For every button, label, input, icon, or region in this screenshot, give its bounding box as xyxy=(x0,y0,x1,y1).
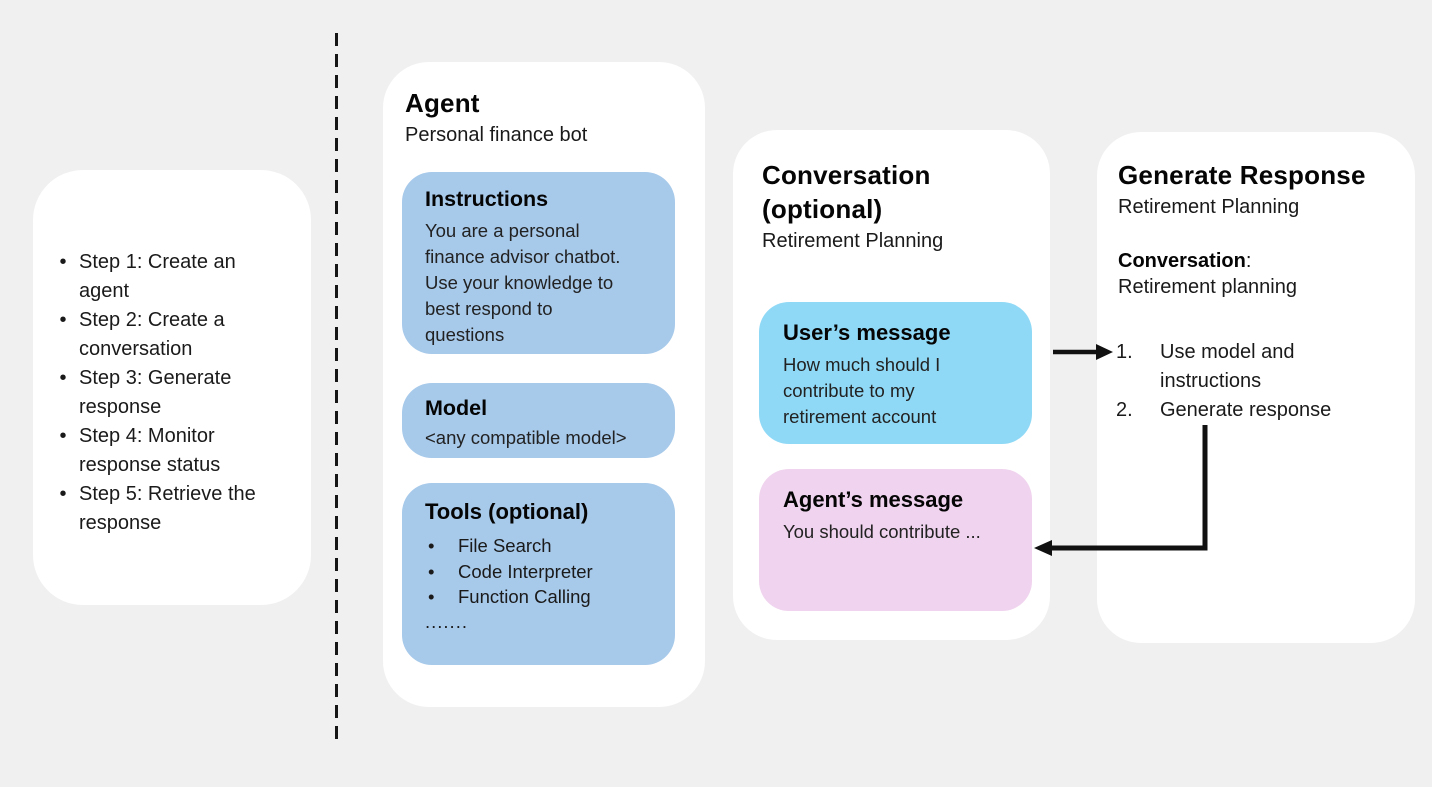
list-item: 1. Use model and instructions xyxy=(1116,338,1334,396)
list-item: • Function Calling xyxy=(425,584,593,610)
tool-label: Code Interpreter xyxy=(458,560,593,582)
list-item: • Step 1: Create an agent xyxy=(47,248,261,306)
tool-label: File Search xyxy=(458,535,552,556)
conversation-card-title: Conversation (optional) xyxy=(762,158,931,226)
step-label: Step 2: Create a conversation xyxy=(79,309,225,360)
instructions-body-line: questions xyxy=(425,324,505,345)
tools-title: Tools (optional) xyxy=(425,499,589,524)
conversation-label: Conversation xyxy=(1118,250,1246,272)
agent-message-body: You should contribute ... xyxy=(783,521,981,542)
bullet-icon: • xyxy=(59,367,67,389)
step-label: Generate response xyxy=(1160,399,1332,421)
list-item: 2. Generate response xyxy=(1116,396,1334,425)
generate-response-card: Generate Response Retirement Planning Co… xyxy=(1097,132,1415,643)
agent-card: Agent Personal finance bot Instructions … xyxy=(383,62,705,707)
list-item: • File Search xyxy=(425,533,593,559)
instructions-box: Instructions You are a personal finance … xyxy=(402,172,675,354)
generate-card-title: Generate Response xyxy=(1118,160,1366,190)
conversation-title-line: (optional) xyxy=(762,194,883,224)
user-message-line: contribute to my xyxy=(783,380,915,401)
user-message-title: User’s message xyxy=(783,320,951,345)
instructions-body-line: You are a personal xyxy=(425,220,580,241)
conversation-value: Retirement planning xyxy=(1118,276,1297,298)
instructions-body-line: Use your knowledge to xyxy=(425,272,614,293)
step-label: Use model and instructions xyxy=(1160,341,1295,392)
instructions-body-line: best respond to xyxy=(425,298,553,319)
bullet-icon: • xyxy=(59,483,67,505)
conversation-card-subtitle: Retirement Planning xyxy=(762,230,944,252)
step-label: Step 5: Retrieve the response xyxy=(79,483,256,534)
conversation-card: Conversation (optional) Retirement Plann… xyxy=(733,130,1050,640)
tool-label: Function Calling xyxy=(458,586,591,607)
list-item: • Step 2: Create a conversation xyxy=(47,306,261,364)
conversation-title-line: Conversation xyxy=(762,160,931,190)
agent-message-title: Agent’s message xyxy=(783,487,964,512)
step-number: 1. xyxy=(1116,341,1133,363)
generate-card-subtitle: Retirement Planning xyxy=(1118,196,1300,218)
user-message-line: retirement account xyxy=(783,406,937,427)
bullet-icon: • xyxy=(428,586,435,607)
user-message-body: How much should I contribute to my retir… xyxy=(783,352,940,430)
user-message-line: How much should I xyxy=(783,354,941,375)
step-label: Step 1: Create an agent xyxy=(79,251,236,302)
tools-box: Tools (optional) • File Search • Code In… xyxy=(402,483,675,665)
tools-list: • File Search • Code Interpreter • Funct… xyxy=(425,533,593,610)
step-label: Step 3: Generate response xyxy=(79,367,232,418)
bullet-icon: • xyxy=(59,425,67,447)
steps-overview-card: • Step 1: Create an agent • Step 2: Crea… xyxy=(33,170,311,605)
model-box: Model <any compatible model> xyxy=(402,383,675,458)
instructions-body-line: finance advisor chatbot. xyxy=(425,246,621,267)
model-body: <any compatible model> xyxy=(425,427,627,448)
bullet-icon: • xyxy=(428,560,435,582)
bullet-icon: • xyxy=(59,251,67,273)
instructions-body: You are a personal finance advisor chatb… xyxy=(425,218,620,348)
agent-card-subtitle: Personal finance bot xyxy=(405,124,588,146)
step-number: 2. xyxy=(1116,399,1133,421)
bullet-icon: • xyxy=(428,535,435,556)
list-item: • Code Interpreter xyxy=(425,559,593,585)
user-message-box: User’s message How much should I contrib… xyxy=(759,302,1032,444)
tools-ellipsis: ....... xyxy=(425,611,468,632)
list-item: • Step 5: Retrieve the response xyxy=(47,480,261,538)
conversation-label-line: Conversation: xyxy=(1118,250,1251,273)
generate-steps-list: 1. Use model and instructions 2. Generat… xyxy=(1116,338,1334,425)
conversation-colon: : xyxy=(1245,250,1252,272)
list-item: • Step 3: Generate response xyxy=(47,364,261,422)
agent-card-title: Agent xyxy=(405,88,480,118)
model-title: Model xyxy=(425,396,488,420)
list-item: • Step 4: Monitor response status xyxy=(47,422,261,480)
steps-list: • Step 1: Create an agent • Step 2: Crea… xyxy=(47,248,261,538)
agent-message-box: Agent’s message You should contribute ..… xyxy=(759,469,1032,611)
instructions-title: Instructions xyxy=(425,187,549,211)
step-label: Step 4: Monitor response status xyxy=(79,425,221,476)
bullet-icon: • xyxy=(59,309,67,331)
